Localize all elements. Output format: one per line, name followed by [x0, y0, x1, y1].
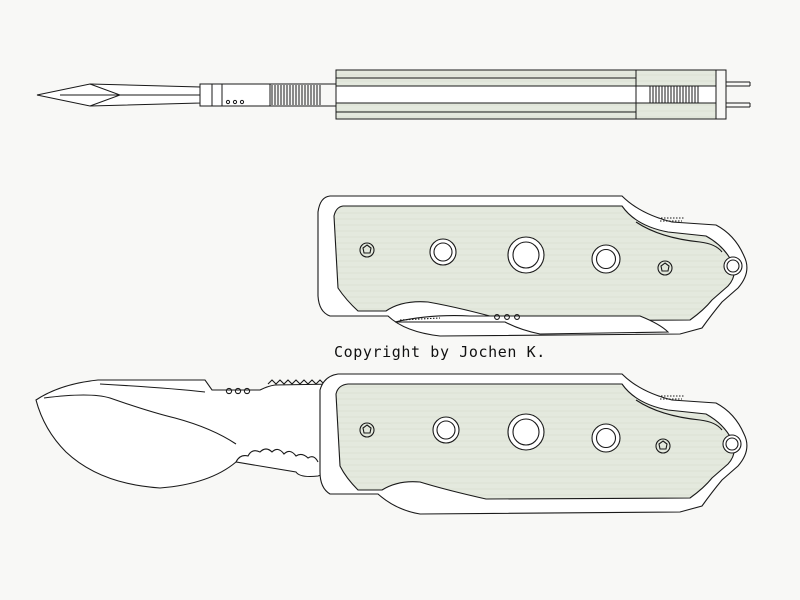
closed-view [317, 195, 748, 337]
top-view-jimping [271, 85, 321, 105]
top-view [36, 69, 751, 120]
open-view [35, 373, 748, 515]
closed-screw-left [359, 242, 375, 258]
open-screw-right [655, 438, 671, 454]
closed-screw-right [657, 260, 673, 276]
top-view-handle-lower [335, 102, 637, 120]
closed-blade-edge [394, 315, 670, 335]
copyright-label: Copyright by Jochen K. [334, 343, 546, 361]
open-blade [35, 379, 337, 489]
open-blade-serrations [235, 448, 319, 463]
open-screw-left [359, 422, 375, 438]
